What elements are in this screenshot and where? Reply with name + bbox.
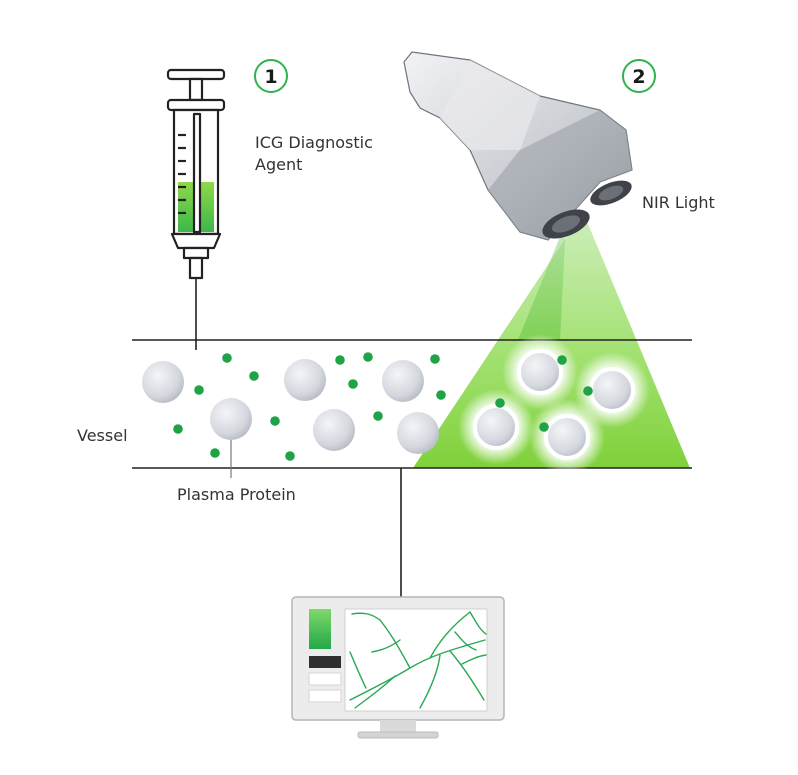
plasma-protein <box>284 359 326 401</box>
plasma-protein-label: Plasma Protein <box>177 485 296 504</box>
icg-dot <box>285 451 295 461</box>
icg-dot <box>430 354 440 364</box>
icg-dot <box>194 385 204 395</box>
monitor-dark-button <box>309 656 341 668</box>
step-1-badge: 1 <box>254 59 288 93</box>
step-1-number: 1 <box>264 66 277 88</box>
icg-dot <box>373 411 383 421</box>
plasma-proteins <box>142 359 439 454</box>
icg-dot <box>495 398 505 408</box>
monitor-stand-base <box>357 731 439 739</box>
icg-dot <box>363 352 373 362</box>
plasma-protein <box>313 409 355 451</box>
monitor-icon <box>291 596 505 739</box>
glowing-protein <box>473 404 519 450</box>
glowing-protein <box>544 414 590 460</box>
syringe-icon <box>166 68 226 280</box>
icg-dot <box>173 424 183 434</box>
monitor-screen <box>344 608 488 712</box>
agent-label-line2: Agent <box>255 155 302 174</box>
monitor-green-panel <box>309 609 331 649</box>
vessel-label: Vessel <box>77 426 128 445</box>
glowing-protein <box>517 349 563 395</box>
icg-molecules <box>173 352 593 461</box>
monitor-stand-neck <box>380 720 416 732</box>
icg-dot <box>436 390 446 400</box>
plasma-protein <box>210 398 252 440</box>
icg-dot <box>348 379 358 389</box>
agent-label-line1: ICG Diagnostic <box>255 133 373 152</box>
step-2-number: 2 <box>632 66 645 88</box>
icg-dot <box>270 416 280 426</box>
plasma-protein <box>397 412 439 454</box>
icg-dot <box>249 371 259 381</box>
plasma-protein <box>142 361 184 403</box>
monitor-white-field <box>308 689 342 703</box>
icg-dot <box>557 355 567 365</box>
plasma-protein <box>382 360 424 402</box>
nir-camera-icon <box>403 51 633 241</box>
fluorescing-proteins <box>458 334 650 475</box>
icg-dot <box>335 355 345 365</box>
icg-dot <box>583 386 593 396</box>
icg-dot <box>222 353 232 363</box>
icg-dot <box>210 448 220 458</box>
step-2-badge: 2 <box>622 59 656 93</box>
vascular-image <box>349 611 487 709</box>
glowing-protein <box>589 367 635 413</box>
monitor-white-field <box>308 672 342 686</box>
nir-light-label: NIR Light <box>642 193 715 212</box>
icg-dot <box>539 422 549 432</box>
